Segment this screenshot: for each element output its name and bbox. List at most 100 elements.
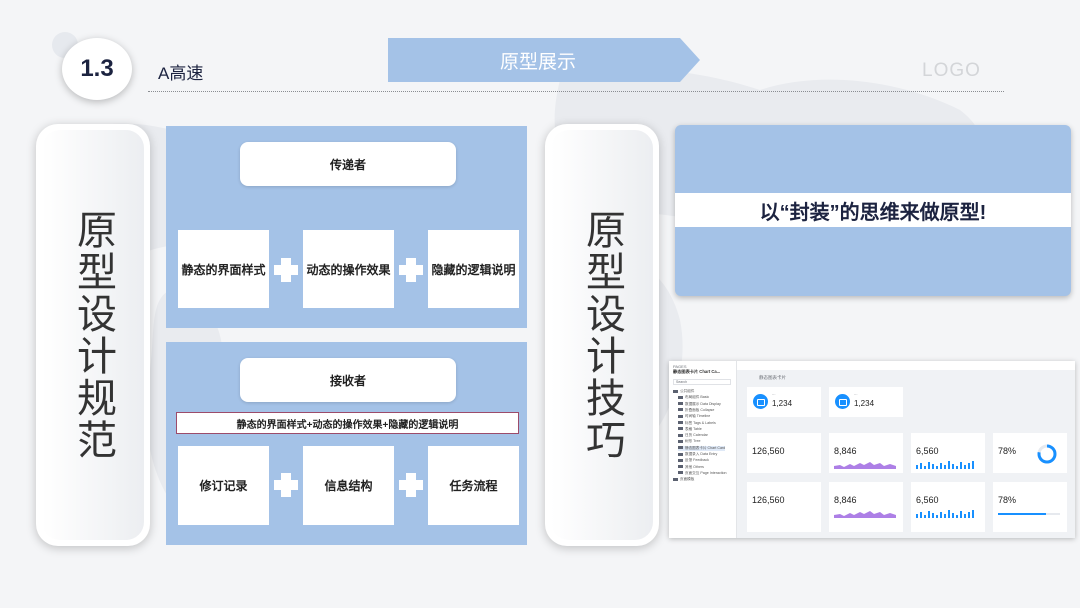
tree-item[interactable]: 树形 Tree	[678, 439, 700, 444]
preview-page-title: 静态图表卡片	[759, 375, 786, 380]
tree-item[interactable]: 其他 Others	[678, 465, 704, 470]
tree-item-label: 日历 Calendar	[685, 433, 708, 438]
section-number-badge: 1.3	[62, 38, 132, 100]
stat-card: 6,560	[911, 433, 985, 473]
receiver-item-3: 任务流程	[428, 446, 519, 525]
combined-description: 静态的界面样式+动态的操作效果+隐藏的逻辑说明	[176, 412, 519, 434]
tree-item[interactable]: 时间轴 Timeline	[678, 414, 710, 419]
preview-search-input[interactable]: Search	[673, 379, 731, 385]
left-vertical-card: 原型设计规范	[36, 124, 150, 546]
tree-item-label: 反馈 Feedback	[685, 458, 709, 463]
icon-card-value: 1,234	[772, 399, 793, 408]
preview-sidebar-title: 静态图表卡片 Chart Ca...	[673, 369, 721, 374]
logo-placeholder: LOGO	[922, 60, 981, 81]
icon-card-value: 1,234	[854, 399, 875, 408]
quote-text: 以“封装”的思维来做原型!	[675, 193, 1071, 227]
receiver-item-2: 信息结构	[303, 446, 394, 525]
folder-icon	[678, 458, 683, 462]
tree-item-label: 其他 Others	[685, 464, 704, 469]
folder-icon	[673, 389, 678, 393]
tree-item[interactable]: 页面交互 Page Interaction	[678, 471, 727, 476]
progress-bar	[998, 513, 1047, 515]
sender-pill: 传递者	[240, 142, 456, 186]
tree-item-label: 数据展示 Data Display	[685, 401, 721, 406]
stat-card: 126,560	[747, 433, 821, 473]
header-divider	[148, 91, 1004, 92]
tree-item-label: 折叠面板 Collapse	[685, 407, 715, 412]
tree-item[interactable]: 页面模板	[673, 477, 694, 482]
prototype-preview: PAGES 静态图表卡片 Chart Ca... Search 公共组件布局组件…	[669, 361, 1075, 538]
tree-item[interactable]: 标签 Tags & Labels	[678, 421, 716, 426]
stat-value: 8,846	[834, 495, 857, 505]
icon-card: ··· 1,234	[829, 387, 903, 417]
tree-item[interactable]: 公共组件	[673, 389, 694, 394]
stat-value: 126,560	[752, 495, 785, 505]
tree-item-label: 标签 Tags & Labels	[685, 420, 716, 425]
tree-item-label: 公共组件	[680, 389, 695, 393]
folder-icon	[678, 452, 683, 456]
banner-arrow-shape	[388, 38, 700, 82]
tree-item-label: 布局组件 Basic	[685, 395, 710, 400]
tree-item[interactable]: 折叠面板 Collapse	[678, 408, 714, 413]
sender-item-3: 隐藏的逻辑说明	[428, 230, 519, 308]
tree-item[interactable]: 布局组件 Basic	[678, 395, 709, 400]
preview-dashboard: 静态图表卡片 ··· 1,234 ··· 1,234 126,560 8,846…	[737, 361, 1075, 538]
folder-icon	[678, 414, 683, 418]
receiver-panel: 接收者 静态的界面样式+动态的操作效果+隐藏的逻辑说明 修订记录 信息结构 任务…	[166, 342, 527, 545]
folder-icon	[673, 477, 678, 481]
folder-icon	[678, 421, 683, 425]
section-title: A高速	[158, 64, 204, 83]
receiver-item-1: 修订记录	[178, 446, 269, 525]
plus-icon	[399, 258, 423, 282]
middle-vertical-card: 原型设计技巧	[545, 124, 659, 546]
tree-item-label: 数据录入 Data Entry	[685, 452, 718, 456]
stat-value: 78%	[998, 446, 1017, 456]
plus-icon	[399, 473, 423, 497]
stat-value: 126,560	[752, 446, 785, 456]
quote-box: 以“封装”的思维来做原型!	[675, 125, 1071, 296]
stat-card: 8,846	[829, 482, 903, 532]
tree-item[interactable]: 表格 Table	[678, 427, 702, 432]
ring-progress	[1037, 444, 1057, 464]
stat-value: 78%	[998, 495, 1017, 505]
stat-value: 6,560	[916, 495, 939, 505]
sender-item-2: 动态的操作效果	[303, 230, 394, 308]
plus-icon	[274, 258, 298, 282]
middle-card-title: 原型设计技巧	[580, 209, 624, 461]
preview-sidebar-caption: PAGES	[673, 364, 687, 369]
plus-icon	[274, 473, 298, 497]
stat-value: 8,846	[834, 446, 857, 456]
tree-item[interactable]: 数据展示 Data Display	[678, 402, 721, 407]
stat-value: 6,560	[916, 446, 939, 456]
folder-icon	[678, 433, 683, 437]
tree-item-label: 表格 Table	[685, 426, 702, 431]
folder-icon	[678, 408, 683, 412]
stat-card: 6,560	[911, 482, 985, 532]
wallet-icon	[835, 394, 850, 409]
preview-topbar	[737, 361, 1075, 370]
left-card-title: 原型设计规范	[71, 209, 115, 461]
tree-item[interactable]: 日历 Calendar	[678, 433, 708, 438]
stat-card: 126,560	[747, 482, 821, 532]
folder-icon	[678, 446, 683, 450]
preview-search-placeholder: Search	[676, 380, 688, 384]
folder-icon	[678, 439, 683, 443]
tree-item-label: 树形 Tree	[685, 439, 701, 444]
tree-item[interactable]: 静态图表卡片 Chart Card	[678, 445, 726, 451]
stat-card: 8,846	[829, 433, 903, 473]
area-sparkline	[834, 462, 896, 469]
receiver-pill: 接收者	[240, 358, 456, 402]
sender-panel: 传递者 静态的界面样式 动态的操作效果 隐藏的逻辑说明	[166, 126, 527, 328]
progress-track	[998, 513, 1060, 515]
tree-item[interactable]: 数据录入 Data Entry	[678, 452, 717, 457]
folder-icon	[678, 471, 683, 475]
folder-icon	[678, 402, 683, 406]
tree-item-label: 静态图表卡片 Chart Card	[685, 445, 726, 450]
tree-item-label: 页面模板	[680, 477, 695, 482]
banner-title: 原型展示	[499, 51, 576, 73]
wallet-icon	[753, 394, 768, 409]
tree-item[interactable]: 反馈 Feedback	[678, 458, 709, 463]
icon-card: ··· 1,234	[747, 387, 821, 417]
bar-sparkline	[916, 510, 974, 518]
tree-item-label: 页面交互 Page Interaction	[685, 470, 727, 475]
